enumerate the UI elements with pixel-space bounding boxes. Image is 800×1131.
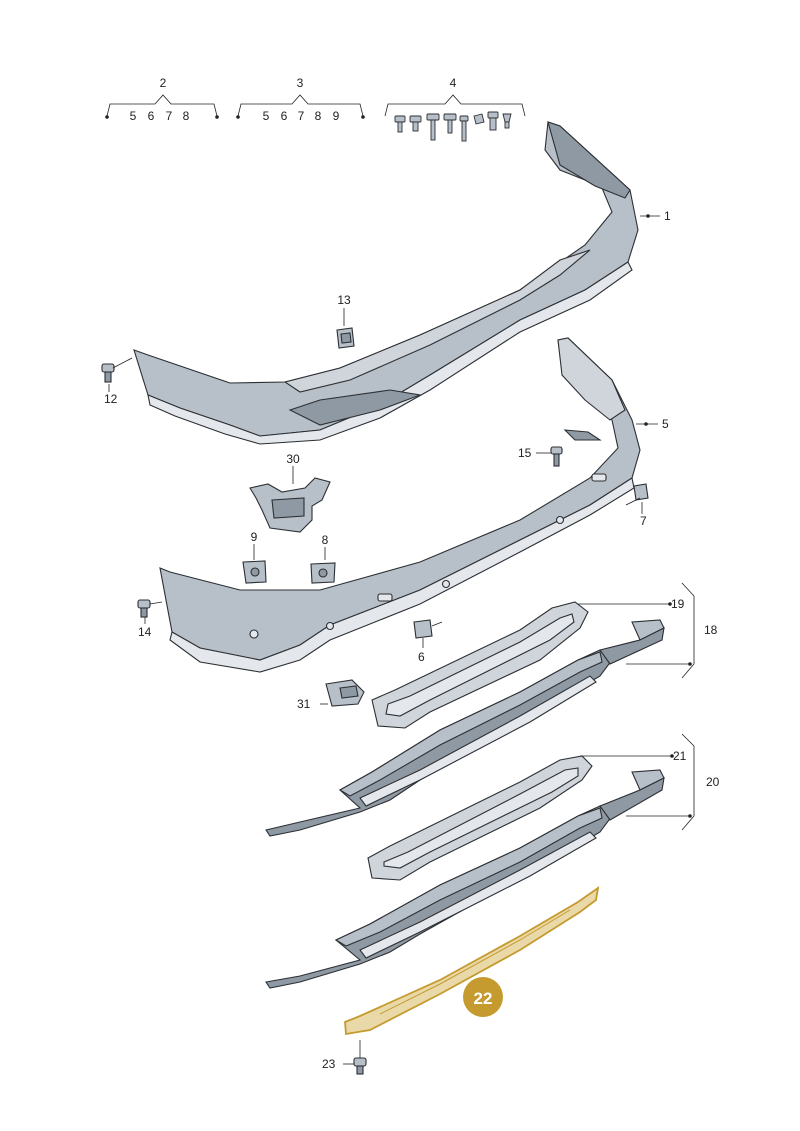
label-21: 21	[673, 749, 687, 763]
label-5: 5	[662, 417, 669, 431]
trim-frame-part-19	[371, 601, 589, 729]
trim-frame-part-21	[367, 755, 593, 881]
label-14: 14	[138, 625, 152, 639]
bumper-cover-part-5	[159, 337, 641, 673]
label-6: 6	[418, 650, 425, 664]
clip-part-7	[625, 483, 649, 514]
label-9: 9	[251, 530, 258, 544]
diffuser-lower	[265, 769, 665, 989]
label-1: 1	[664, 209, 671, 223]
clip-part-8	[310, 547, 336, 584]
kit-4-group: 4	[384, 76, 526, 142]
clip-part-6	[413, 619, 443, 648]
label-23: 23	[322, 1057, 336, 1071]
kit-3-group: 3 5 6 7 8 9	[236, 76, 365, 123]
screw-part-12	[101, 357, 133, 392]
label-8: 8	[322, 533, 329, 547]
clip-part-9	[242, 544, 267, 584]
label-12: 12	[104, 392, 118, 406]
label-30: 30	[286, 452, 300, 466]
screw-part-14	[137, 599, 163, 624]
kit-3-item-2: 6	[281, 109, 288, 123]
label-7: 7	[640, 514, 647, 528]
sensor-part-31	[320, 679, 365, 707]
callout-badge-22: 22	[463, 977, 503, 1017]
kit-3-item-1: 5	[263, 109, 270, 123]
label-2: 2	[160, 76, 167, 90]
label-3: 3	[297, 76, 304, 90]
kit-2-item-2: 6	[148, 109, 155, 123]
callout-number-22: 22	[474, 989, 493, 1008]
label-15: 15	[518, 446, 532, 460]
label-4: 4	[450, 76, 457, 90]
label-18: 18	[704, 623, 718, 637]
kit-3-item-4: 8	[315, 109, 322, 123]
kit-2-item-4: 8	[183, 109, 190, 123]
kit-2-group: 2 5 6 7 8	[105, 76, 219, 123]
screw-part-23	[343, 1040, 367, 1075]
bumper-cover-part-1	[133, 121, 639, 445]
kit-3-item-5: 9	[333, 109, 340, 123]
label-20: 20	[706, 775, 720, 789]
label-19: 19	[671, 597, 685, 611]
kit-2-item-1: 5	[130, 109, 137, 123]
kit-2-item-3: 7	[166, 109, 173, 123]
label-31: 31	[297, 697, 311, 711]
clip-part-13	[336, 308, 355, 349]
highlighted-strip-part-22	[344, 886, 600, 1036]
label-13: 13	[337, 293, 351, 307]
kit-3-item-3: 7	[298, 109, 305, 123]
bracket-part-30	[249, 466, 331, 533]
diffuser-upper	[265, 619, 665, 837]
screw-part-15	[536, 446, 563, 467]
kit-4-screws	[394, 111, 512, 142]
